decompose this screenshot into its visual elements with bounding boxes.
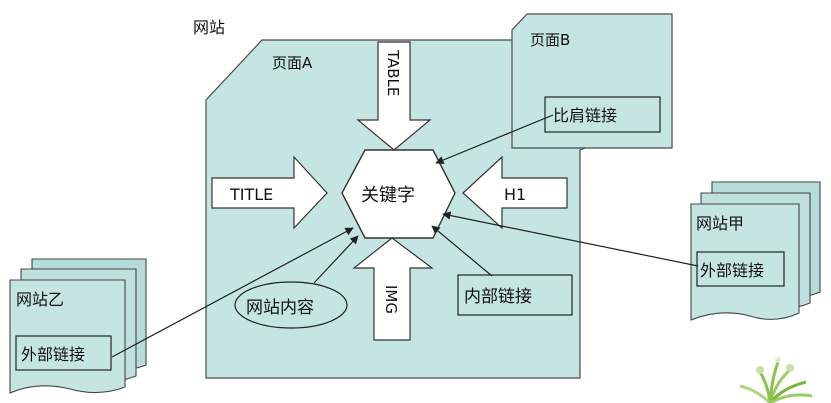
arrow-yi-to-keyword <box>111 227 354 358</box>
shoulder-link-label: 比肩链接 <box>553 106 617 125</box>
table-arrow <box>356 41 432 151</box>
title-tag-label: TITLE <box>229 185 273 204</box>
arrow-content-to-keyword <box>313 235 359 284</box>
h1-label: H1 <box>504 185 526 204</box>
site-yi-stack: 网站乙 外部链接 <box>9 258 147 394</box>
external-link-jia-label: 外部链接 <box>700 261 764 280</box>
site-yi-label: 网站乙 <box>16 290 64 309</box>
page-a-label: 页面A <box>272 54 313 72</box>
external-link-yi-box <box>15 335 112 371</box>
site-title: 网站 <box>193 18 225 37</box>
site-content-ellipse <box>234 281 348 329</box>
img-label: IMG <box>382 285 400 314</box>
site-content-label: 网站内容 <box>246 298 314 318</box>
table-label: TABLE <box>384 49 402 96</box>
img-arrow <box>352 237 434 341</box>
internal-link-label: 内部链接 <box>464 287 532 307</box>
keyword-hexagon <box>341 149 456 239</box>
arrow-internal-to-keyword <box>431 225 493 277</box>
plant-decoration <box>739 357 813 403</box>
external-link-yi-label: 外部链接 <box>21 345 85 364</box>
h1-arrow <box>462 155 568 230</box>
shoulder-link-box <box>544 96 661 133</box>
internal-link-box <box>457 274 573 316</box>
arrow-jia-to-keyword <box>442 211 699 267</box>
external-link-jia-box <box>696 251 785 287</box>
title-arrow <box>211 155 328 230</box>
site-jia-stack: 网站甲 外部链接 <box>690 181 821 321</box>
arrow-shoulder-to-keyword <box>435 114 554 165</box>
keyword-label: 关键字 <box>361 185 415 206</box>
site-jia-label: 网站甲 <box>696 214 744 233</box>
page-b-label: 页面B <box>530 31 570 49</box>
